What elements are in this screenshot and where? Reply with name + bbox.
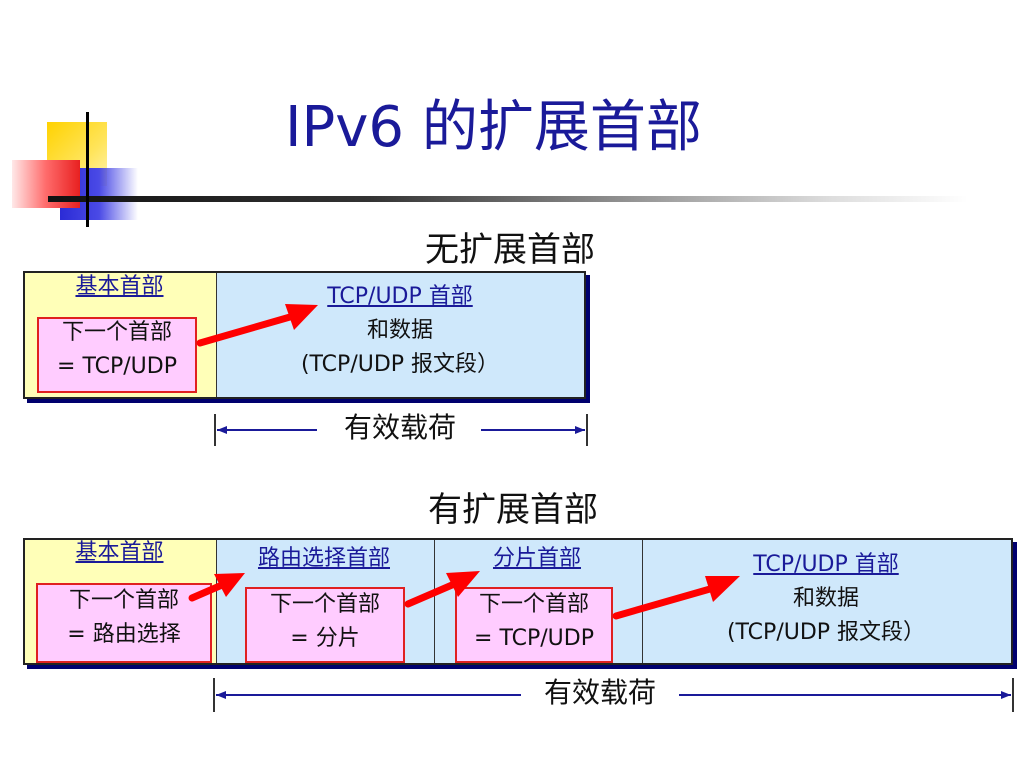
section2-base-next-line1: 下一个首部 <box>68 588 179 613</box>
section2-payload-line2: 和数据 <box>792 586 859 611</box>
section2-payload-span-label: 有效载荷 <box>543 676 656 709</box>
page-title: IPv6 的扩展首部 <box>285 95 702 160</box>
section1-payload-span-label: 有效载荷 <box>343 411 456 444</box>
section2-base-next-box <box>36 583 212 663</box>
section2-payload-span <box>213 678 1014 712</box>
arrow-s2c-head <box>705 576 740 602</box>
arrow-s2b-head <box>446 571 480 597</box>
section1-next-header-line2: = TCP/UDP <box>57 354 177 379</box>
section2-routing-next-line2: = 分片 <box>290 626 360 651</box>
section1-payload-span <box>214 414 588 446</box>
section2-fragment-next-box <box>455 587 613 663</box>
section2-payload-line3: (TCP/UDP 报文段） <box>726 620 926 645</box>
section1-payload <box>216 273 584 397</box>
section2-base-next-line2: = 路由选择 <box>67 622 181 647</box>
decor-horizontal-rule <box>48 196 968 202</box>
section2-payload-line1: TCP/UDP 首部 <box>753 552 899 577</box>
arrow-s2a <box>188 581 226 602</box>
section2-base-header-label: 基本首部 <box>75 540 164 565</box>
arrow-s1-head <box>285 304 318 330</box>
section2-fragment-header-label: 分片首部 <box>492 546 581 571</box>
section2-routing-next-box <box>245 587 405 663</box>
section1-heading: 无扩展首部 <box>425 230 595 270</box>
section2-fragment-next-line2: = TCP/UDP <box>474 626 594 651</box>
section2-payload <box>642 540 1011 663</box>
section1-base-header-label: 基本首部 <box>75 274 164 299</box>
section1-next-header-box <box>37 317 197 393</box>
decor-vertical-rule <box>86 112 89 227</box>
arrow-s2c <box>612 585 714 620</box>
section1-payload-line3: (TCP/UDP 报文段） <box>300 352 500 377</box>
arrow-s2b <box>404 581 456 608</box>
section2-fragment-next-line1: 下一个首部 <box>478 592 589 617</box>
section2-heading: 有扩展首部 <box>428 490 598 530</box>
arrow-s1 <box>196 313 294 347</box>
section2-routing-next-line1: 下一个首部 <box>269 592 380 617</box>
section2-routing-header-label: 路由选择首部 <box>257 546 390 571</box>
arrow-s2a-head <box>214 573 245 597</box>
section1-next-header-line1: 下一个首部 <box>61 320 172 345</box>
section1-payload-line1: TCP/UDP 首部 <box>327 284 473 309</box>
section1-payload-line2: 和数据 <box>366 318 433 343</box>
